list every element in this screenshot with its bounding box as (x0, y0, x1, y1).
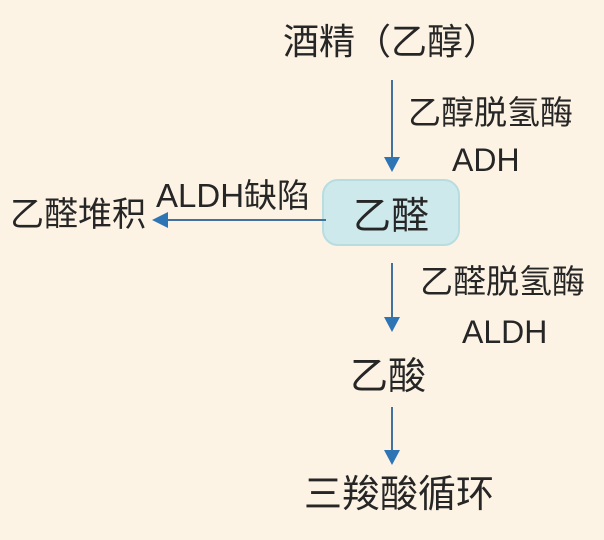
label-aldh-abbr: ALDH (462, 314, 548, 350)
arrow-shaft (391, 407, 393, 451)
label-adh-enzyme: 乙醇脱氢酶 (408, 94, 573, 131)
arrow-down-icon (384, 450, 400, 465)
node-ethanol: 酒精（乙醇） (283, 21, 500, 62)
node-acetaldehyde: 乙醛 (352, 196, 429, 238)
arrow-down-icon (384, 157, 400, 172)
arrow-down-icon (384, 317, 400, 332)
node-acetaldehyde-box: 乙醛 (322, 179, 460, 246)
label-adh-abbr: ADH (452, 142, 520, 178)
arrow-shaft (391, 80, 393, 158)
label-aldh-defect: ALDH缺陷 (156, 177, 311, 214)
arrow-left-icon (152, 212, 168, 228)
node-tca-cycle: 三羧酸循环 (304, 474, 495, 516)
label-aldh-enzyme: 乙醛脱氢酶 (420, 263, 585, 300)
node-acetic-acid: 乙酸 (350, 356, 427, 398)
arrow-shaft (166, 219, 326, 221)
arrow-shaft (391, 263, 393, 318)
node-acetaldehyde-accumulation: 乙醛堆积 (10, 196, 146, 234)
